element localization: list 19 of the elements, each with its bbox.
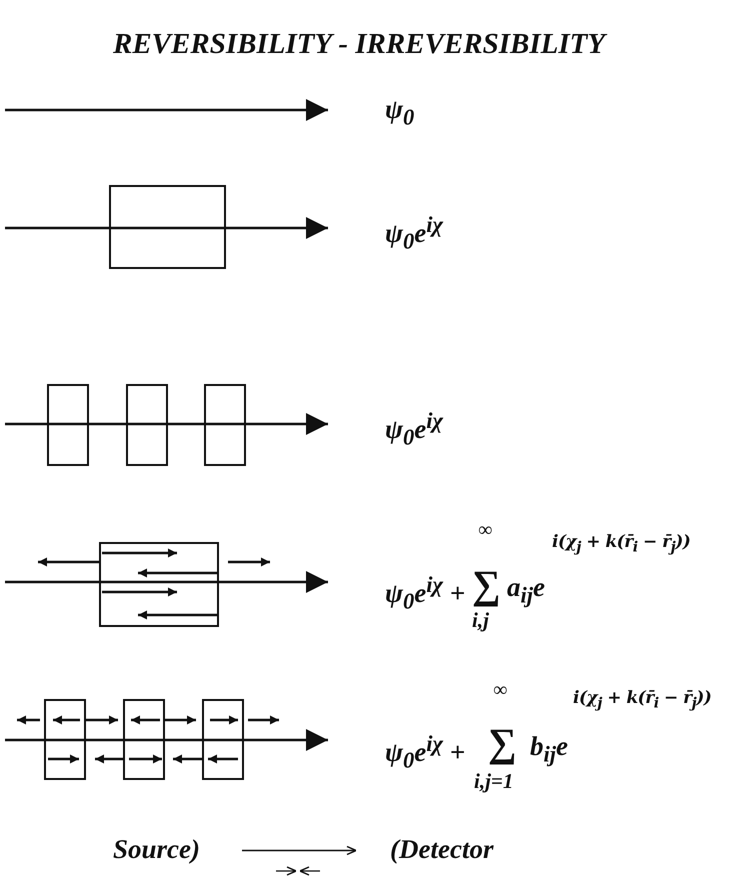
exponent: i(χ$_{j}$ + k(r̄$_{i}$ − r̄$_{j}$)) bbox=[573, 690, 712, 711]
sum-limit: ∞ bbox=[478, 520, 492, 540]
formula: b$_{ij}$e bbox=[530, 733, 568, 766]
sum-limit: i,j=1 bbox=[474, 771, 514, 792]
sum-limit: i,j bbox=[472, 610, 489, 631]
sum-limit: ∞ bbox=[493, 680, 508, 700]
formula: ψ$_{0}$e$^{iχ}$ bbox=[385, 214, 443, 253]
formula: ψ$_{0}$ bbox=[385, 96, 414, 129]
title: REVERSIBILITY - IRREVERSIBILITY bbox=[113, 30, 606, 59]
arrow bbox=[242, 846, 357, 856]
sum-sign: ∑ bbox=[472, 565, 501, 605]
formula: a$_{ij}$e bbox=[507, 574, 545, 607]
sum-sign: ∑ bbox=[488, 723, 517, 763]
text-label: Source) bbox=[113, 836, 200, 863]
formula: ψ$_{0}$e$^{iχ}$ bbox=[385, 410, 443, 449]
formula: ψ$_{0}$e$^{iχ}$ + bbox=[385, 574, 466, 613]
exponent: i(χ$_{j}$ + k(r̄$_{i}$ − r̄$_{j}$)) bbox=[552, 534, 690, 555]
formula: ψ$_{0}$e$^{iχ}$ + bbox=[385, 733, 466, 772]
text-label: (Detector bbox=[390, 836, 494, 863]
